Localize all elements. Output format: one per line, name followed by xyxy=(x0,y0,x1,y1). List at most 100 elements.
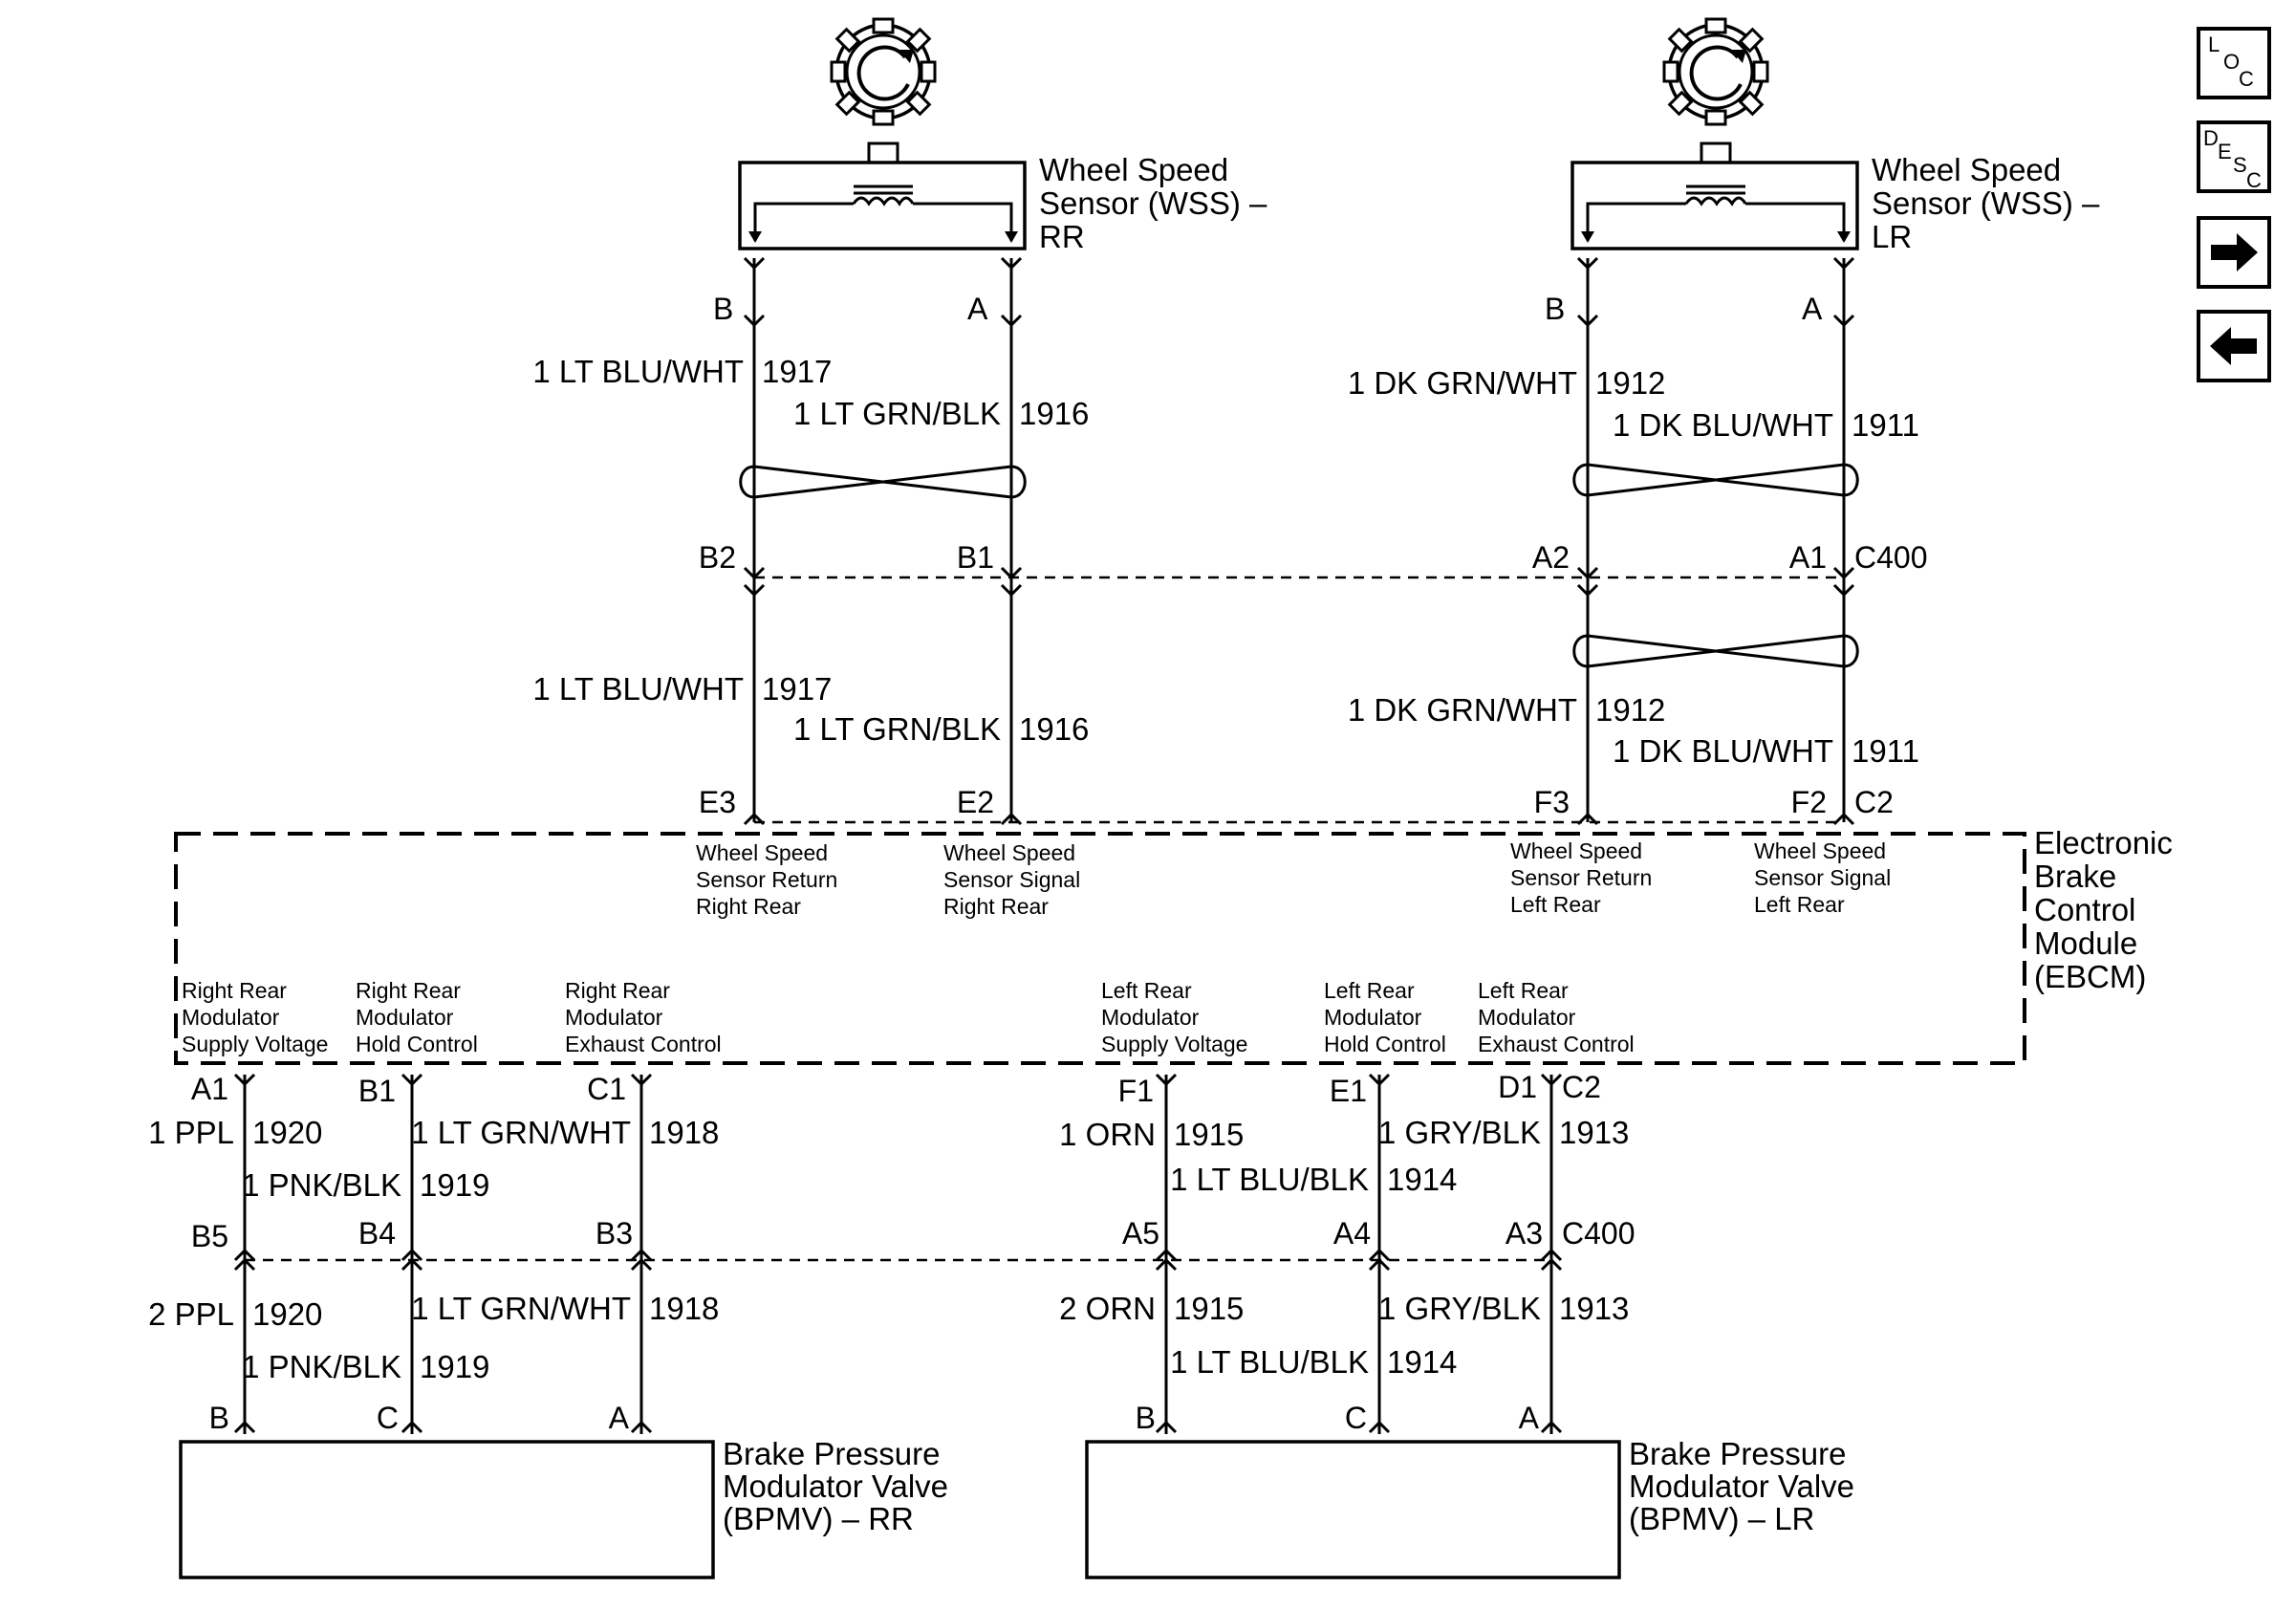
pin-label: A3 xyxy=(1505,1216,1543,1251)
bpmv-lr-name: (BPMV) – LR xyxy=(1629,1501,1814,1536)
ebcm-name: Brake xyxy=(2034,859,2116,894)
wire-color: 1 LT BLU/BLK xyxy=(1170,1162,1369,1197)
svg-text:Right Rear: Right Rear xyxy=(182,978,287,1003)
sensor-wires: B A B A 1 LT BLU/WHT 1917 1 LT GRN/BLK 1… xyxy=(532,256,1928,826)
wire-color: 1 DK GRN/WHT xyxy=(1348,365,1577,401)
pin-label: B xyxy=(1136,1401,1156,1435)
ebcm-function-label: Wheel Speed Sensor Return Left Rear xyxy=(1510,838,1652,917)
svg-text:D: D xyxy=(2203,126,2219,150)
ebcm-name: Module xyxy=(2034,925,2137,961)
next-button[interactable] xyxy=(2197,216,2271,289)
ebcm-function-label: Left Rear Modulator Exhaust Control xyxy=(1478,978,1635,1056)
svg-text:Wheel Speed: Wheel Speed xyxy=(1754,838,1886,863)
wire-circuit: 1912 xyxy=(1595,692,1665,728)
wire-circuit: 1920 xyxy=(252,1115,322,1150)
wire-color: 1 PNK/BLK xyxy=(242,1349,401,1384)
wss-lr: Wheel Speed Sensor (WSS) – LR xyxy=(1570,17,2100,254)
wire-circuit: 1919 xyxy=(420,1167,489,1203)
pin-label: B5 xyxy=(191,1219,228,1253)
wire-circuit: 1916 xyxy=(1019,396,1089,431)
desc-button[interactable]: D E S C xyxy=(2197,120,2271,193)
bpmv-lr: Brake Pressure Modulator Valve (BPMV) – … xyxy=(1085,1436,1854,1579)
wire-color: 1 LT BLU/BLK xyxy=(1170,1344,1369,1380)
bpmv-rr-name: Modulator Valve xyxy=(723,1469,948,1504)
svg-text:Wheel Speed: Wheel Speed xyxy=(696,840,828,865)
pin-label: A1 xyxy=(1789,540,1827,575)
svg-text:Right Rear: Right Rear xyxy=(696,894,801,919)
wire-color: 1 LT GRN/BLK xyxy=(793,711,1001,747)
svg-text:Right Rear: Right Rear xyxy=(943,894,1049,919)
pin-label: A5 xyxy=(1122,1216,1159,1251)
loc-icon: L O C xyxy=(2208,33,2254,91)
wire-circuit: 1914 xyxy=(1387,1162,1457,1197)
loc-button[interactable]: L O C xyxy=(2197,27,2271,99)
pin-label: E1 xyxy=(1330,1074,1367,1108)
ebcm-function-label: Right Rear Modulator Exhaust Control xyxy=(565,978,722,1056)
modulator-wires: A1 B1 C1 F1 E1 D1 C2 1 PPL 1920 1 PNK/BL… xyxy=(148,1070,1635,1435)
pin-label: C xyxy=(377,1401,399,1435)
bpmv-rr-name: (BPMV) – RR xyxy=(723,1501,914,1536)
pin-label: B1 xyxy=(358,1074,396,1108)
pin-label: B xyxy=(1545,292,1565,326)
pin-label: E2 xyxy=(957,785,994,819)
pin-label: F2 xyxy=(1791,785,1827,819)
prev-button[interactable] xyxy=(2197,310,2271,382)
twisted-pair-rr-icon xyxy=(739,465,1027,499)
wire-circuit: 1918 xyxy=(649,1115,719,1150)
coil-rr-icon xyxy=(748,185,1018,243)
wire-color: 1 LT BLU/WHT xyxy=(532,354,744,389)
connector-name: C400 xyxy=(1562,1216,1635,1251)
wire-circuit: 1911 xyxy=(1852,733,1919,769)
ebcm-function-label: Right Rear Modulator Supply Voltage xyxy=(182,978,328,1056)
svg-text:Left Rear: Left Rear xyxy=(1478,978,1569,1003)
svg-text:Left Rear: Left Rear xyxy=(1101,978,1192,1003)
wire-color: 1 DK GRN/WHT xyxy=(1348,692,1577,728)
svg-text:C: C xyxy=(2246,168,2262,192)
wire-color: 1 GRY/BLK xyxy=(1378,1115,1541,1150)
svg-text:Sensor Return: Sensor Return xyxy=(696,867,837,892)
ebcm-module: Electronic Brake Control Module (EBCM) W… xyxy=(174,825,2173,1065)
pin-label: B2 xyxy=(699,540,736,575)
svg-text:Modulator: Modulator xyxy=(1478,1005,1576,1030)
pin-label: C xyxy=(1345,1401,1367,1435)
wheel-sensor-rr-icon xyxy=(830,17,937,164)
svg-text:S: S xyxy=(2233,153,2247,177)
wss-rr: Wheel Speed Sensor (WSS) – RR xyxy=(738,17,1267,254)
svg-text:E: E xyxy=(2218,140,2232,163)
wss-rr-name: Wheel Speed xyxy=(1039,152,1228,187)
svg-text:Modulator: Modulator xyxy=(356,1005,454,1030)
bpmv-rr: Brake Pressure Modulator Valve (BPMV) – … xyxy=(179,1436,948,1579)
pin-label: B3 xyxy=(596,1216,633,1251)
ebcm-function-label: Wheel Speed Sensor Signal Left Rear xyxy=(1754,838,1891,917)
svg-text:Left Rear: Left Rear xyxy=(1754,892,1845,917)
ebcm-function-label: Wheel Speed Sensor Signal Right Rear xyxy=(943,840,1080,919)
wire-circuit: 1916 xyxy=(1019,711,1089,747)
pin-label: F3 xyxy=(1534,785,1570,819)
pin-label: C1 xyxy=(587,1072,626,1106)
pin-label: B1 xyxy=(957,540,994,575)
pin-label: A xyxy=(1519,1401,1540,1435)
svg-text:Sensor Return: Sensor Return xyxy=(1510,865,1652,890)
twisted-pair-lr-lower-icon xyxy=(1572,634,1859,668)
wire-circuit: 1913 xyxy=(1559,1115,1629,1150)
arrow-left-icon xyxy=(2210,327,2257,365)
wire-color: 1 LT BLU/WHT xyxy=(532,671,744,707)
ebcm-name: (EBCM) xyxy=(2034,959,2146,994)
svg-text:Wheel Speed: Wheel Speed xyxy=(1510,838,1642,863)
connector-name: C2 xyxy=(1854,785,1894,819)
svg-text:Modulator: Modulator xyxy=(182,1005,280,1030)
svg-text:Left Rear: Left Rear xyxy=(1324,978,1415,1003)
svg-text:Sensor Signal: Sensor Signal xyxy=(1754,865,1891,890)
svg-text:Hold Control: Hold Control xyxy=(356,1032,478,1056)
ebcm-function-label: Left Rear Modulator Supply Voltage xyxy=(1101,978,1247,1056)
wire-color: 2 ORN xyxy=(1059,1291,1156,1326)
wss-lr-name: Sensor (WSS) – xyxy=(1872,185,2100,221)
pin-label: A xyxy=(609,1401,630,1435)
ebcm-name: Electronic xyxy=(2034,825,2173,860)
wire-circuit: 1911 xyxy=(1852,407,1919,443)
pin-label: B4 xyxy=(358,1216,396,1251)
wheel-sensor-lr-icon xyxy=(1662,17,1769,164)
pin-label: D1 xyxy=(1498,1070,1537,1104)
svg-text:Hold Control: Hold Control xyxy=(1324,1032,1446,1056)
